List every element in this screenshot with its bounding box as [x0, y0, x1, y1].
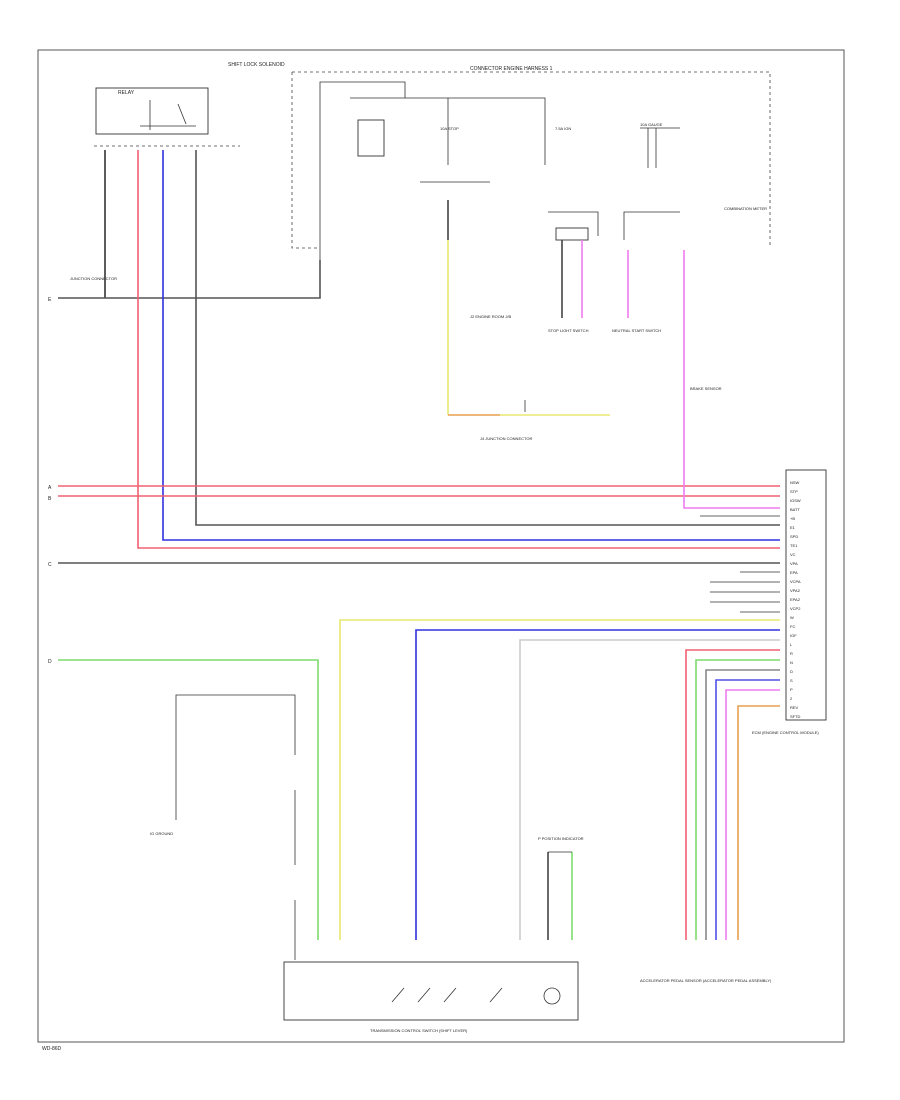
- ecm-pin-7: TE1: [790, 543, 798, 548]
- ecm-pin-15: W: [790, 615, 794, 620]
- transmission-switch: [283, 851, 579, 1021]
- wire-pink-long: [683, 250, 780, 509]
- relay-block: RELAY: [94, 87, 240, 147]
- fuse-label-2: 10A GAUGE: [640, 122, 663, 127]
- wire-blue-accel: [715, 679, 780, 940]
- cluster-label: COMBINATION METER: [724, 206, 767, 211]
- sensor-label-0: STOP LIGHT SWITCH: [548, 328, 589, 333]
- splice-label-0: J2 ENGINE ROOM J/B: [470, 314, 511, 319]
- ecm-pin-26: SFTD: [790, 714, 801, 719]
- wire-red-vertical: [137, 150, 780, 549]
- ecm-pin-5: E1: [790, 525, 796, 530]
- diagram-frame: [37, 49, 845, 1043]
- sensor-label-1: NEUTRAL START SWITCH: [612, 328, 661, 333]
- wire-white-ecm: [519, 639, 780, 940]
- left-marker-2: C: [48, 562, 52, 568]
- fuse-label-1: 7.5A IGN: [555, 126, 571, 131]
- ecm-pin-23: P: [790, 687, 793, 692]
- ecm-pin-14: VCP2: [790, 606, 801, 611]
- diagram-code-label: WD-86D: [42, 1046, 62, 1052]
- splice-label-1: J4 JUNCTION CONNECTOR: [480, 436, 532, 441]
- top-harness-dash: [292, 71, 771, 248]
- ecm-pin-13: EPA2: [790, 597, 801, 602]
- ecm-pin-2: IGSW: [790, 498, 801, 503]
- top-harness-label: CONNECTOR ENGINE HARNESS 1: [470, 66, 553, 72]
- left-ground-label: IG GROUND: [150, 831, 173, 836]
- ecm-pin-16: FC: [790, 624, 795, 629]
- ecm-pin-1: STP: [790, 489, 798, 494]
- ecm-pin-24: 2: [790, 696, 793, 701]
- ecm-pin-19: R: [790, 651, 793, 656]
- wire-black-bus-top: [58, 260, 321, 299]
- shift-lock-label: SHIFT LOCK SOLENOID: [228, 62, 285, 68]
- wire-grey-accel: [705, 669, 780, 940]
- wire-red-accel: [685, 649, 780, 940]
- accel-label: ACCELERATOR PEDAL SENSOR (ACCELERATOR PE…: [640, 978, 772, 983]
- wire-green-accel: [695, 659, 780, 940]
- ecm-pin-11: VCPA: [790, 579, 801, 584]
- ecm-pin-12: VPA2: [790, 588, 801, 593]
- ecm-pin-0: NSW: [790, 480, 800, 485]
- junction-left-label: JUNCTION CONNECTOR: [70, 276, 117, 281]
- ecm-connector: NSW STP IGSW BATT +B E1 SPD TE1 VC VPA E…: [785, 469, 827, 721]
- sensor-label-2: BRAKE SENSOR: [690, 386, 722, 391]
- wire-orange-accel: [737, 705, 780, 940]
- ecm-pin-9: VPA: [790, 561, 798, 566]
- ecm-pin-18: L: [790, 642, 793, 647]
- fuse-label-0: 10A STOP: [440, 126, 459, 131]
- ecm-pin-17: IGF: [790, 633, 797, 638]
- wire-blue-ecm: [415, 629, 780, 940]
- ecm-pin-10: EPA: [790, 570, 798, 575]
- relay-box-label: RELAY: [118, 90, 135, 96]
- wire-blue-vertical: [162, 150, 780, 541]
- wire-green-bus-d: [58, 659, 319, 940]
- ecm-pin-20: N: [790, 660, 793, 665]
- wire-pink-accel: [725, 689, 780, 940]
- shift-indicator-label: P POSITION INDICATOR: [538, 836, 584, 841]
- ecm-pin-4: +B: [790, 516, 795, 521]
- left-marker-4: E: [48, 297, 52, 303]
- ecm-pin-3: BATT: [790, 507, 800, 512]
- ecm-pin-6: SPD: [790, 534, 798, 539]
- left-marker-0: A: [48, 485, 52, 491]
- ecm-pin-8: VC: [790, 552, 796, 557]
- ecm-pin-21: D: [790, 669, 793, 674]
- left-marker-3: D: [48, 659, 52, 665]
- wire-yellow-ecm: [339, 619, 780, 940]
- left-marker-1: B: [48, 496, 52, 502]
- ecm-pin-25: REV: [790, 705, 799, 710]
- ecm-pin-22: S: [790, 678, 793, 683]
- fuse-group: 10A STOP 7.5A IGN 10A GAUGE: [319, 81, 680, 294]
- transmission-label: TRANSMISSION CONTROL SWITCH (SHIFT LEVER…: [370, 1028, 468, 1033]
- wire-black-vertical: [195, 150, 780, 526]
- ecm-label: ECM (ENGINE CONTROL MODULE): [752, 730, 819, 735]
